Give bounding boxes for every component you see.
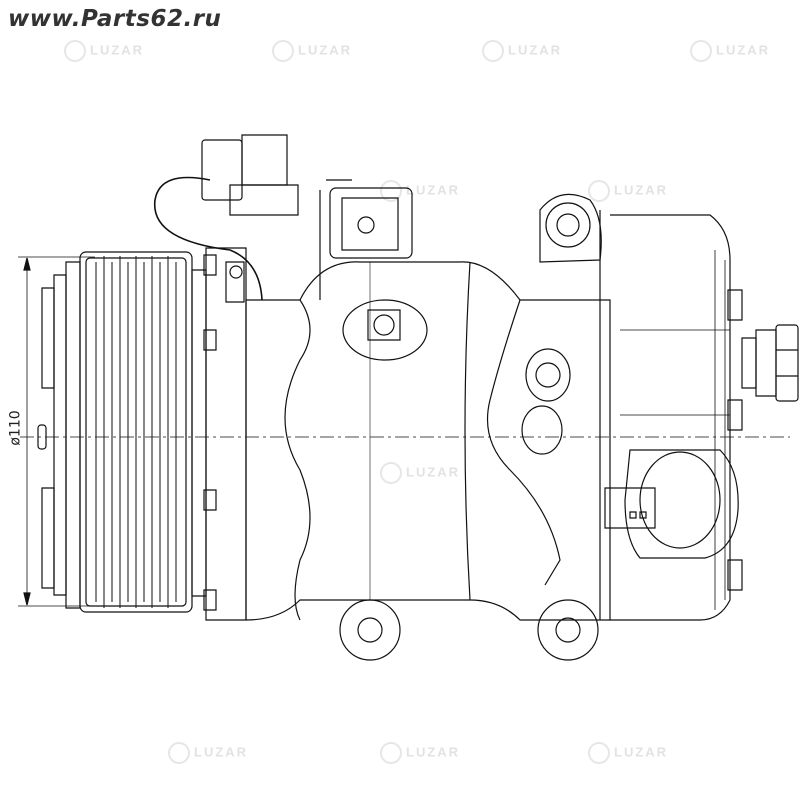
- rear-bolt: [742, 325, 798, 401]
- mounting-ear-bottom-left: [340, 600, 400, 660]
- rear-head: [600, 210, 742, 620]
- brand-watermark: LUZAR: [168, 742, 248, 764]
- mounting-ear-bottom-right: [538, 600, 598, 660]
- brand-watermark: LUZAR: [380, 742, 460, 764]
- brand-watermark: LUZAR: [588, 180, 668, 202]
- diameter-label: ø110: [7, 410, 24, 446]
- diameter-dimension: [18, 257, 95, 606]
- top-bracket: [320, 180, 412, 300]
- front-flange: [192, 248, 246, 620]
- mounting-ear-top: [540, 194, 601, 262]
- top-connector: [155, 135, 298, 302]
- brand-watermark: LUZAR: [64, 40, 144, 62]
- brand-watermark: LUZAR: [690, 40, 770, 62]
- brand-watermark: LUZAR: [482, 40, 562, 62]
- brand-watermark: LUZAR: [380, 180, 460, 202]
- brand-watermark: LUZAR: [380, 462, 460, 484]
- pulley: [80, 252, 192, 612]
- brand-watermark: LUZAR: [272, 40, 352, 62]
- clutch-plate: [38, 262, 80, 608]
- rear-connector: [605, 450, 738, 558]
- compressor-body: [246, 262, 610, 620]
- site-watermark: www.Parts62.ru: [8, 6, 222, 32]
- brand-watermark: LUZAR: [588, 742, 668, 764]
